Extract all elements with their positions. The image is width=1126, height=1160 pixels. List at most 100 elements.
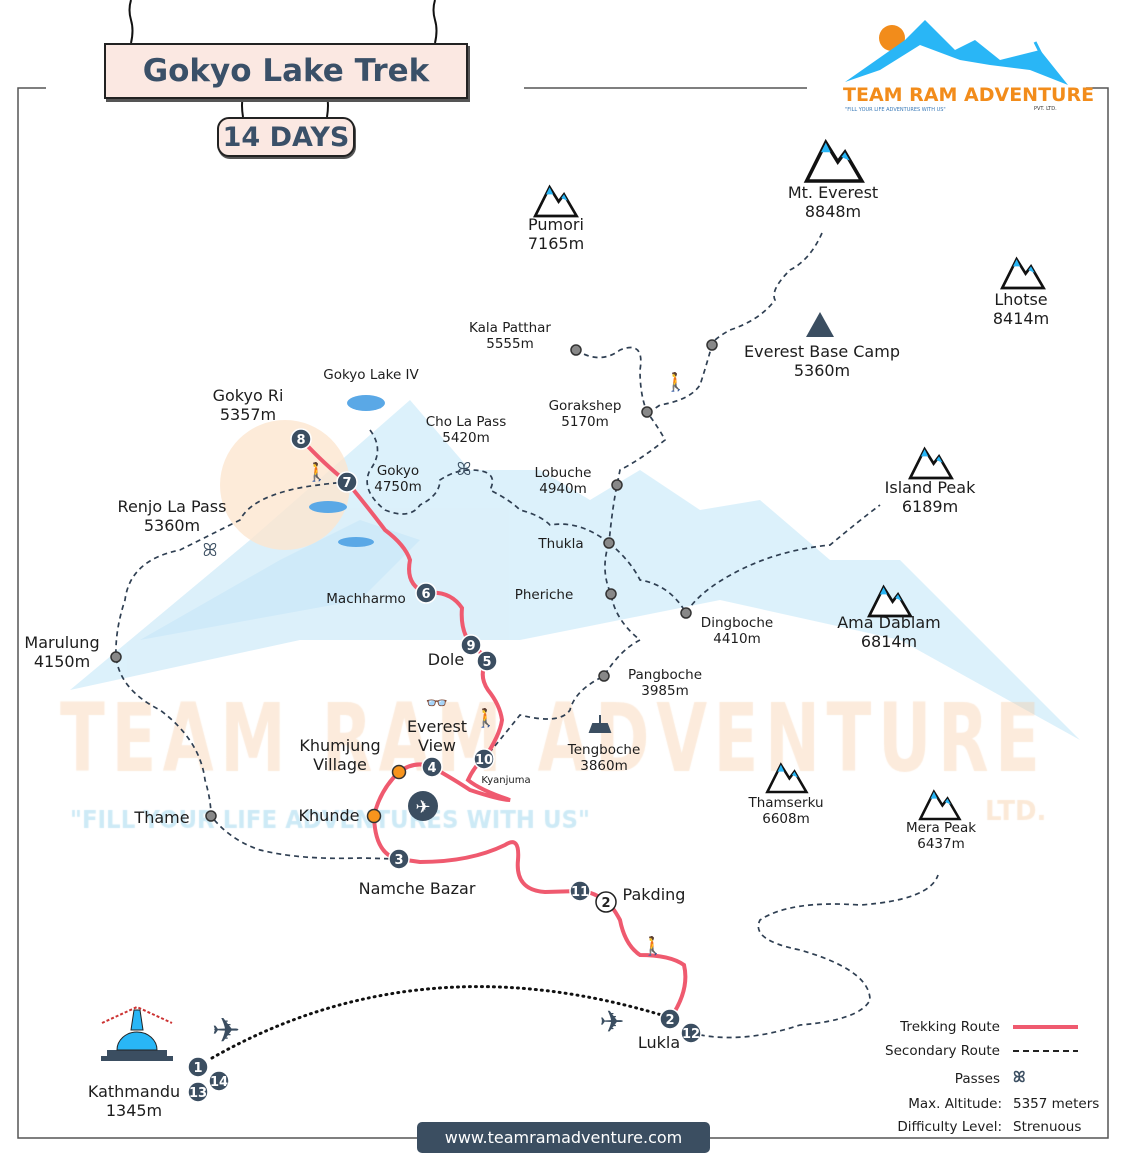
place-name: Dole [427, 650, 465, 669]
place-name: Mera Peak [905, 820, 977, 836]
place-name: Pangboche [627, 667, 703, 683]
day-number: 2 [665, 1013, 674, 1028]
day-marker: 5 [476, 650, 498, 672]
place-name: Lukla [637, 1033, 681, 1052]
place-altitude: 4150m [33, 652, 91, 672]
place-altitude: 5357m [219, 405, 277, 425]
place-altitude: 6189m [901, 497, 959, 517]
place-name: Khunde [298, 806, 360, 825]
place-name: Lhotse [994, 290, 1048, 309]
day-marker: 14 [208, 1070, 230, 1092]
place-altitude: 3860m [580, 758, 628, 775]
legend-max-altitude-label: Max. Altitude: [908, 1096, 1002, 1112]
pass-icon: ꕤ [203, 540, 218, 561]
day-marker: 1 [187, 1056, 209, 1078]
village-dot [110, 651, 122, 663]
airplane-icon: ✈ [599, 1005, 624, 1040]
village-dot [706, 339, 718, 351]
hiker-icon: 🚶 [665, 371, 687, 393]
secondary-route-segment [483, 542, 642, 760]
airplane-icon: ✈ [415, 797, 430, 818]
village-dot [611, 479, 623, 491]
base-camp-tent-icon [806, 312, 834, 337]
day-marker: 10 [473, 748, 495, 770]
place-altitude: 4410m [713, 631, 761, 648]
logo-mountains-icon [845, 20, 1068, 85]
flight-path [210, 985, 670, 1060]
place-name: Island Peak [884, 478, 976, 497]
place-name: Machharmo [326, 591, 406, 607]
place-name: Gorakshep [548, 398, 622, 414]
place-name: Thamserku [748, 795, 824, 811]
place-name: Everest Base Camp [744, 342, 900, 361]
day-number: 2 [601, 896, 610, 911]
place-name: Thame [134, 808, 190, 827]
day-number: 12 [682, 1027, 700, 1042]
place-altitude: 5360m [143, 516, 201, 536]
place-altitude: 5420m [442, 430, 490, 447]
place-name: Gokyo Ri [212, 386, 284, 405]
map-icons: ꕤꕤ🚶🚶🚶🚶👓✈✈✈ [101, 138, 1046, 1061]
legend-difficulty-label: Difficulty Level: [897, 1119, 1002, 1135]
place-name: Tengboche [567, 742, 641, 758]
place-label: Namche Bazar [359, 879, 476, 898]
place-altitude: 5170m [561, 414, 609, 431]
logo-name: TEAM RAM ADVENTURE [843, 84, 1095, 106]
village-dot [603, 537, 615, 549]
place-label: Machharmo [326, 591, 405, 607]
place-name: Gokyo Lake IV [323, 367, 419, 383]
day-marker: 9 [460, 634, 482, 656]
place-label: Kyanjuma [481, 775, 530, 787]
mountain-peak-icon [1000, 256, 1046, 290]
legend-max-altitude-value: 5357 meters [1013, 1096, 1100, 1112]
day-number: 6 [421, 587, 430, 602]
place-name: Lobuche [534, 465, 592, 481]
day-marker: 12 [680, 1022, 702, 1044]
village-dot [641, 406, 653, 418]
place-altitude: 7165m [527, 234, 585, 254]
day-marker: 6 [415, 582, 437, 604]
logo-suffix: PVT. LTD. [1034, 106, 1057, 112]
place-altitude: 4940m [539, 481, 587, 498]
place-label: Dole [428, 650, 464, 669]
day-marker: 7 [336, 471, 358, 493]
place-name: Renjo La Pass [117, 497, 227, 516]
place-label: Thame [134, 808, 189, 827]
day-marker: 11 [569, 880, 591, 902]
trekking-route-line [299, 437, 688, 1021]
pass-icon: ꕤ [1013, 1068, 1026, 1086]
secondary-route-segment [608, 504, 881, 615]
day-number: 5 [482, 655, 491, 670]
place-name: Kyanjuma [481, 775, 531, 786]
mountain-peak-icon [908, 446, 954, 480]
day-marker: 2 [659, 1008, 681, 1030]
website-link[interactable]: www.teamramadventure.com [417, 1122, 710, 1153]
hiker-icon: 🚶 [475, 707, 497, 729]
secondary-route-segment [575, 346, 667, 544]
place-label: Khunde [299, 806, 360, 825]
binoculars-icon: 👓 [426, 693, 448, 714]
page-title: Gokyo Lake Trek [104, 43, 468, 99]
day-marker: 4 [421, 756, 443, 778]
airport-icon [408, 791, 438, 821]
day-number: 4 [427, 761, 436, 776]
legend-passes: Passes [954, 1071, 1000, 1087]
place-altitude: 5555m [486, 336, 534, 353]
place-name: Ama Dablam [837, 613, 941, 632]
airplane-icon: ✈ [212, 1011, 241, 1051]
day-number: 7 [342, 476, 351, 491]
place-altitude: 6437m [917, 836, 965, 853]
village-dot [570, 344, 582, 356]
duration-badge: 14 DAYS [217, 117, 355, 157]
